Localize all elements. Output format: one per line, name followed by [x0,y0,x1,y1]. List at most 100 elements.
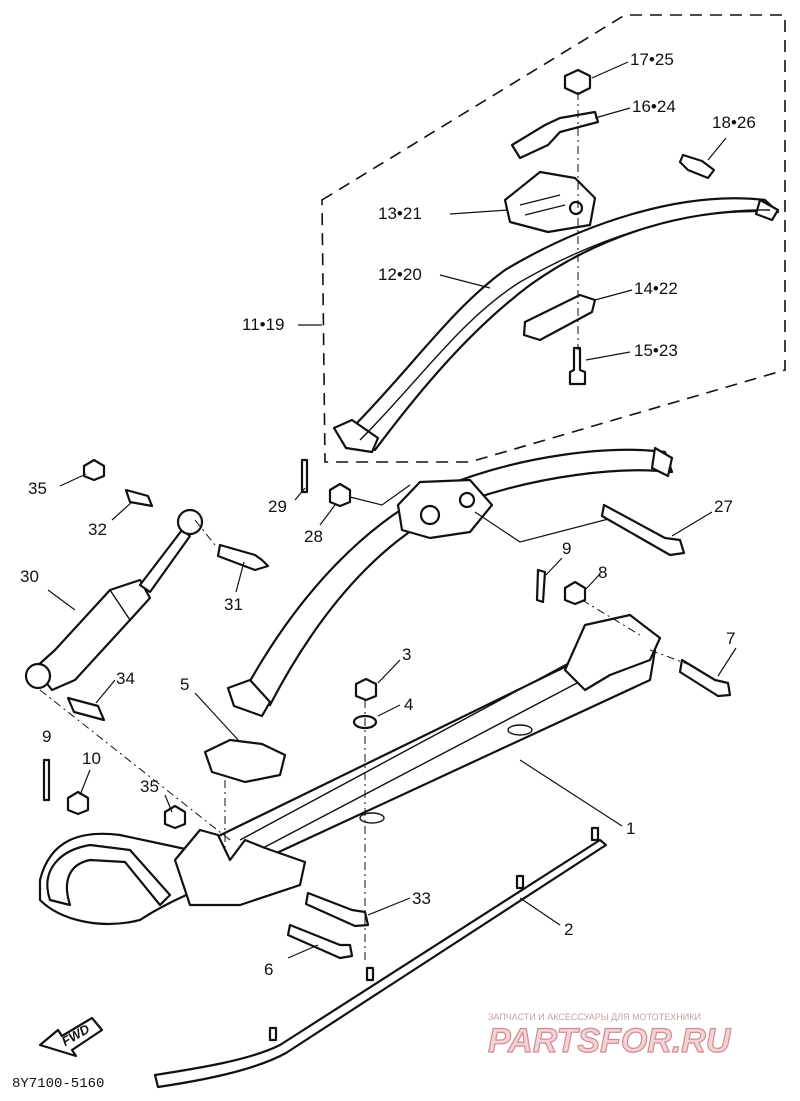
leader-13 [449,209,509,215]
bolt-7 [678,658,732,698]
leader-33 [367,897,411,916]
leader-15 [585,351,631,361]
bracket-nut [419,504,441,526]
centerline-spring-shock [194,519,216,546]
leader-9r [545,557,563,576]
fwd-arrow: FWD [38,1016,104,1058]
callout-18-26: 18•26 [712,113,756,132]
leader-27 [671,511,713,537]
callout-33: 33 [412,889,431,908]
runner-stud-4 [268,1026,278,1042]
leader-10 [79,769,91,796]
spring-end-pin [678,153,716,180]
leader-1 [519,759,623,827]
ski-slot [507,724,533,736]
callout-9-left: 9 [42,727,51,746]
bolt-31 [216,543,270,572]
link-27 [474,511,621,543]
upper-leaf-spring [332,197,780,454]
leader-8 [584,573,601,591]
cotter-pin-9-right [535,568,547,604]
leader-34 [95,679,116,704]
watermark-logo: ЗАПЧАСТИ И АКСЕССУАРЫ ДЛЯ МОТОТЕХНИКИ PA… [487,1012,732,1061]
cotter-pin-9-left [42,758,51,802]
leader-29 [294,487,306,501]
bolt-27 [600,503,686,557]
runner-stud-3 [365,966,375,982]
spring-seat-upper [503,170,597,234]
leader-30 [47,589,76,611]
ski-hole [359,812,385,824]
runner-stud-1 [590,826,600,842]
centerline-shock [39,689,231,841]
bracket-5 [203,738,287,784]
callout-31: 31 [224,595,243,614]
callout-8: 8 [598,563,607,582]
callout-5: 5 [180,675,189,694]
bolt-6 [286,923,354,960]
ski-rear-bracket [563,613,662,692]
cotter-pin-29 [300,458,309,494]
callout-12-20: 12•20 [378,265,422,284]
leader-5 [194,692,241,743]
callout-16-24: 16•24 [632,97,676,116]
leader-16 [594,107,631,119]
leader-28 [319,504,336,526]
callout-35-top: 35 [28,479,47,498]
bushing-32 [124,488,154,508]
leader-12 [439,274,491,289]
callout-10: 10 [82,749,101,768]
nut-35-top [82,458,106,482]
spring-mount-bracket [396,478,494,540]
callout-34: 34 [116,669,135,688]
callout-9-right: 9 [562,539,571,558]
subassembly-boundary [321,14,786,463]
leader-32 [111,501,133,521]
leader-7 [717,647,737,677]
bracket-pivot [458,491,476,509]
callout-14-22: 14•22 [634,279,678,298]
leader-31 [235,561,245,593]
callout-3: 3 [402,645,411,664]
callout-29: 29 [268,497,287,516]
diagram-code: 8Y7100-5160 [12,1076,104,1092]
callout-15-23: 15•23 [634,341,678,360]
callout-6: 6 [264,960,273,979]
callout-4: 4 [404,695,413,714]
watermark-tagline: ЗАПЧАСТИ И АКСЕССУАРЫ ДЛЯ МОТОТЕХНИКИ [488,1012,701,1022]
leader-14 [594,289,633,301]
ski-loop-handle [46,843,172,907]
callout-2: 2 [564,920,573,939]
top-nut [563,68,592,96]
spring-bolt [568,346,587,386]
runner-stud-2 [515,874,525,890]
ski-runner [153,838,608,1089]
callout-17-25: 17•25 [630,50,674,69]
leader-2 [519,897,561,926]
callout-30: 30 [20,567,39,586]
nut-35-lower [163,804,187,830]
leader-6 [287,944,319,959]
leader-35t [59,473,87,487]
leader-18 [707,137,727,161]
leader-4 [377,704,401,717]
sleeve-34 [66,696,106,722]
watermark-brand: PARTSFOR.RU [488,1022,732,1060]
leader-3 [377,659,401,684]
callout-27: 27 [714,497,733,516]
nut-28 [328,482,352,508]
leader-35b [164,794,173,813]
nut-8 [563,580,587,606]
shock-absorber [24,508,204,692]
ski-saddle [173,828,307,907]
callout-13-21: 13•21 [378,204,422,223]
leader-17 [591,61,629,79]
callout-1: 1 [626,819,635,838]
callout-11-19: 11•19 [242,315,285,334]
link-28 [349,484,411,506]
spring-lower-plate [522,293,597,342]
nut-10 [66,790,90,816]
centerline-rear [581,599,691,666]
nut-3 [354,677,378,702]
